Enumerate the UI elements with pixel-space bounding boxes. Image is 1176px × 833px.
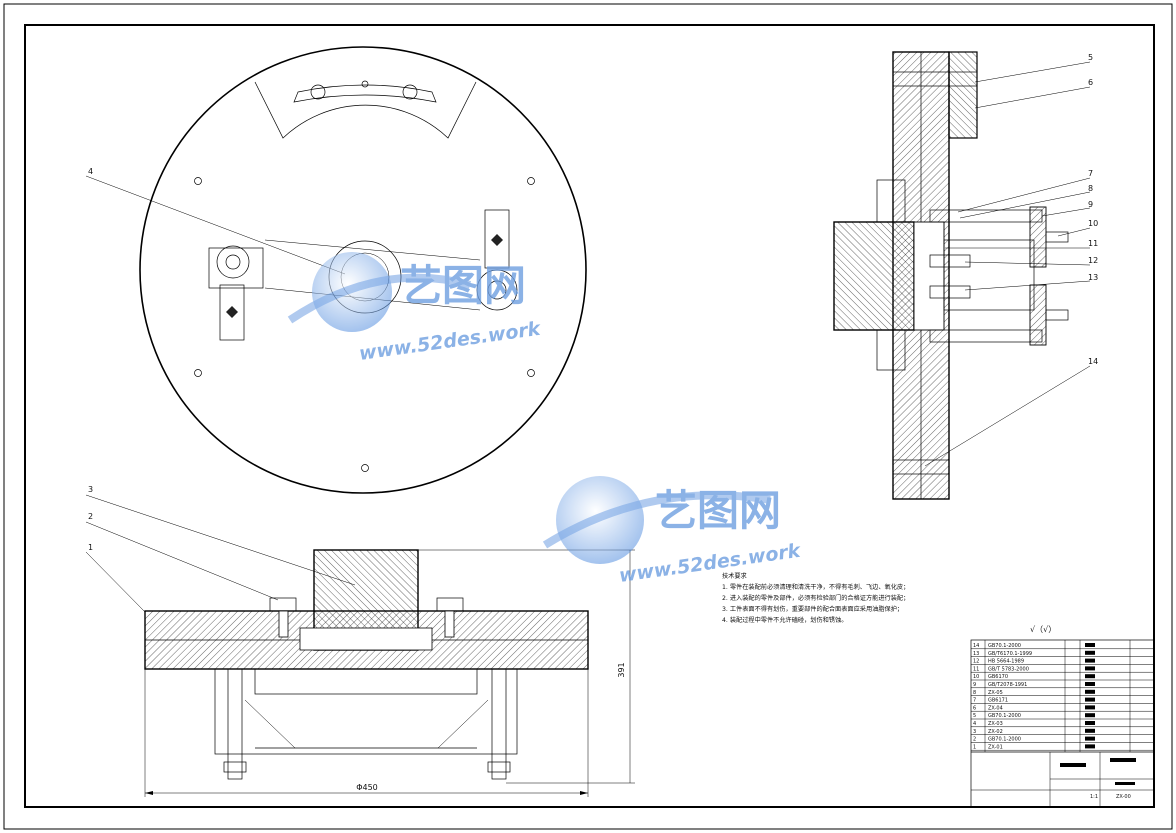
bom-row-code: GB6170	[988, 674, 1008, 680]
bom-row-no: 3	[973, 729, 976, 735]
note-line-1: 1. 零件在装配前必须清理和清洗干净，不得有毛刺、飞边、氧化皮；	[722, 583, 909, 591]
side-view	[833, 51, 1069, 500]
bom-redacted-cell	[1085, 666, 1095, 671]
bom-redacted-cell	[1085, 650, 1095, 655]
dim-height: 391	[617, 662, 626, 677]
part-label-7: 7	[1088, 169, 1093, 178]
watermark-center: 艺图网 www.52des.work	[542, 476, 803, 587]
inner-frame	[24, 24, 1155, 808]
part-label-14: 14	[1088, 357, 1098, 366]
roughness-symbol: √（√）	[1030, 625, 1056, 634]
part-label-9: 9	[1088, 200, 1093, 209]
bom-row-code: GB6171	[988, 698, 1008, 704]
outer-frame	[3, 3, 1173, 830]
watermark-en-center: www.52des.work	[618, 540, 803, 587]
watermark-cn-center: 艺图网	[655, 486, 781, 535]
watermark-en-top: www.52des.work	[358, 318, 543, 365]
bom-row-no: 13	[973, 651, 979, 657]
bom-row-no: 12	[973, 659, 979, 665]
bom-redacted-cell	[1085, 713, 1095, 718]
part-label-2: 2	[88, 512, 93, 521]
bom-row-code: GB70.1-2000	[988, 713, 1021, 719]
top-view	[139, 46, 587, 494]
bom-row-no: 1	[973, 744, 976, 750]
bom-row-code: GB70.1-2000	[988, 737, 1021, 743]
bom-row-code: GB/T 5783-2000	[988, 666, 1029, 672]
bom-redacted-cell	[1085, 705, 1095, 710]
note-line-3: 3. 工件表面不得有划伤，重要部件的配合面表面应采用油脂保护；	[722, 605, 903, 613]
scale-value: 1:1	[1090, 794, 1098, 800]
bom-row-code: ZX-01	[988, 744, 1003, 750]
part-label-11: 11	[1088, 239, 1098, 248]
dim-width: Φ450	[356, 783, 378, 792]
part-label-13: 13	[1088, 273, 1098, 282]
part-labels: 1 2 3 4 5 6 7 8 9 10 11 12 13 14	[88, 53, 1098, 552]
technical-notes: 技术要求 1. 零件在装配前必须清理和清洗干净，不得有毛刺、飞边、氧化皮； 2.…	[722, 572, 909, 624]
bom-redacted-cell	[1085, 736, 1095, 741]
drawing-number: ZX-00	[1116, 794, 1131, 800]
part-label-3: 3	[88, 485, 93, 494]
bom-redacted-cell	[1085, 658, 1095, 663]
bom-row-code: GB/T6170.1-1999	[988, 651, 1032, 657]
bom-row-no: 4	[973, 721, 976, 727]
bom-row-no: 7	[973, 698, 976, 704]
bom-row-no: 14	[973, 643, 979, 649]
note-line-4: 4. 装配过程中零件不允许磕碰，划伤和锈蚀。	[722, 616, 847, 624]
bom-redacted-cell	[1085, 744, 1095, 749]
watermark-top: 艺图网 www.52des.work	[287, 252, 543, 365]
part-label-1: 1	[88, 543, 93, 552]
bom-row-code: ZX-02	[988, 729, 1003, 735]
part-label-6: 6	[1088, 78, 1093, 87]
part-label-10: 10	[1088, 219, 1098, 228]
bom-redacted-cell	[1085, 674, 1095, 679]
bom-row-no: 11	[973, 666, 979, 672]
note-line-2: 2. 进入装配的零件及部件，必须有检验部门的合格证方能进行装配；	[722, 594, 909, 602]
bom-row-code: HB 5664-1989	[988, 659, 1024, 665]
part-label-8: 8	[1088, 184, 1093, 193]
watermark-cn-top: 艺图网	[400, 261, 526, 310]
bom-row-no: 8	[973, 690, 976, 696]
bom-row-code: ZX-03	[988, 721, 1003, 727]
bom-row-code: GB70.1-2000	[988, 643, 1021, 649]
bom-row-no: 9	[973, 682, 976, 688]
front-view: Φ450 391	[144, 549, 635, 797]
part-leaders	[85, 61, 1091, 613]
bom-row-no: 6	[973, 705, 976, 711]
bom-redacted-cell	[1085, 697, 1095, 702]
bom-redacted-cell	[1085, 689, 1095, 694]
part-label-4: 4	[88, 167, 93, 176]
bom-redacted-cell	[1085, 643, 1095, 647]
title-block: 1:1 ZX-00	[971, 752, 1154, 807]
bom-redacted-cell	[1085, 728, 1095, 733]
bom-row-no: 5	[973, 713, 976, 719]
bom-row-code: ZX-05	[988, 690, 1003, 696]
bom-row-code: ZX-04	[988, 705, 1003, 711]
bom-row-code: GB/T2078-1991	[988, 682, 1027, 688]
bom-redacted-cell	[1085, 721, 1095, 725]
part-label-12: 12	[1088, 256, 1098, 265]
part-label-5: 5	[1088, 53, 1093, 62]
notes-title: 技术要求	[722, 572, 747, 580]
bom-redacted-cell	[1085, 682, 1095, 686]
bom-row-no: 10	[973, 674, 979, 680]
bom-row-no: 2	[973, 737, 976, 743]
